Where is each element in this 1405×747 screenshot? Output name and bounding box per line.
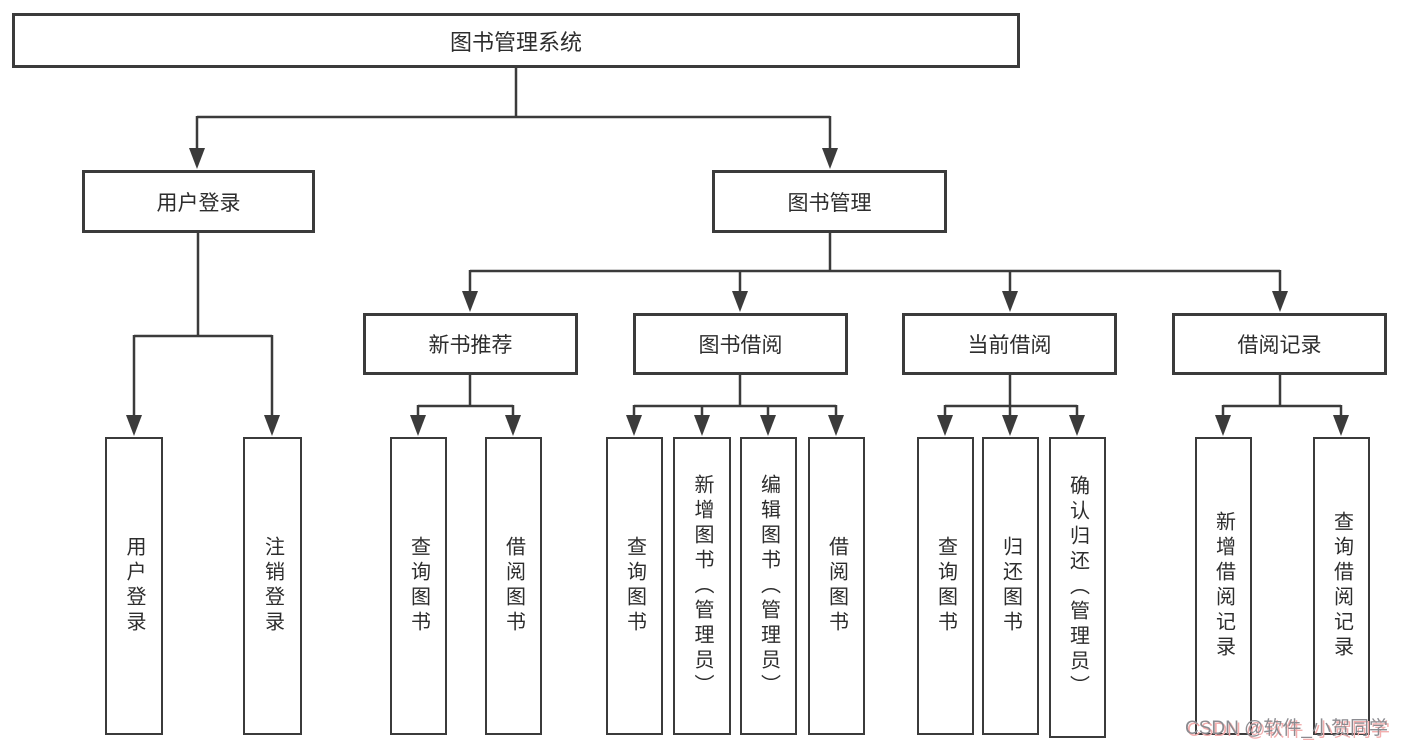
leaf-query-books-recommend: 查询图书	[390, 437, 447, 735]
leaf-return-books: 归还图书	[982, 437, 1039, 735]
leaf-query-books-borrow: 查询图书	[606, 437, 663, 735]
node-current-borrow: 当前借阅	[902, 313, 1117, 375]
leaf-label: 新增图书（管理员）	[691, 473, 713, 699]
leaf-label: 注销登录	[261, 536, 284, 636]
leaf-label: 查询图书	[934, 536, 957, 636]
leaf-edit-books-admin: 编辑图书（管理员）	[740, 437, 797, 735]
leaf-logout: 注销登录	[243, 437, 302, 735]
leaf-label: 查询借阅记录	[1330, 511, 1353, 661]
node-new-book-recommend: 新书推荐	[363, 313, 578, 375]
leaf-label: 查询图书	[407, 536, 430, 636]
leaf-label: 确认归还（管理员）	[1066, 475, 1089, 700]
leaf-query-borrow-record: 查询借阅记录	[1313, 437, 1370, 735]
leaf-label: 用户登录	[123, 536, 145, 636]
node-user-login: 用户登录	[82, 170, 315, 233]
leaf-label: 借阅图书	[825, 536, 848, 636]
leaf-label: 借阅图书	[502, 536, 525, 636]
leaf-label: 查询图书	[623, 536, 646, 636]
node-library-system: 图书管理系统	[12, 13, 1020, 68]
watermark: CSDN @软件_小贺同学	[1185, 718, 1388, 739]
leaf-user-login: 用户登录	[105, 437, 163, 735]
leaf-label: 编辑图书（管理员）	[757, 473, 780, 699]
leaf-label: 归还图书	[999, 536, 1022, 636]
node-borrow-records: 借阅记录	[1172, 313, 1387, 375]
leaf-query-books-current: 查询图书	[917, 437, 974, 735]
leaf-borrow-books: 借阅图书	[808, 437, 865, 735]
leaf-label: 新增借阅记录	[1212, 511, 1235, 661]
leaf-confirm-return-admin: 确认归还（管理员）	[1049, 437, 1106, 738]
leaf-add-books-admin: 新增图书（管理员）	[673, 437, 731, 735]
leaf-add-borrow-record: 新增借阅记录	[1195, 437, 1252, 735]
leaf-borrow-books-recommend: 借阅图书	[485, 437, 542, 735]
node-book-management: 图书管理	[712, 170, 947, 233]
node-book-borrow: 图书借阅	[633, 313, 848, 375]
